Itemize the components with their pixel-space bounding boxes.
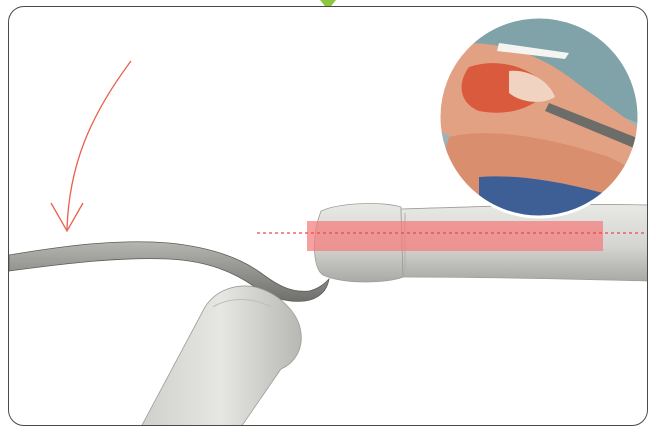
elevator-instrument	[9, 242, 329, 302]
intraoperative-photo-inset	[429, 7, 648, 227]
surgical-illustration	[9, 7, 648, 426]
curved-arrow-icon	[51, 61, 131, 231]
illustration-frame	[8, 6, 648, 426]
proximal-bone	[141, 286, 301, 426]
alignment-highlight	[307, 221, 603, 251]
